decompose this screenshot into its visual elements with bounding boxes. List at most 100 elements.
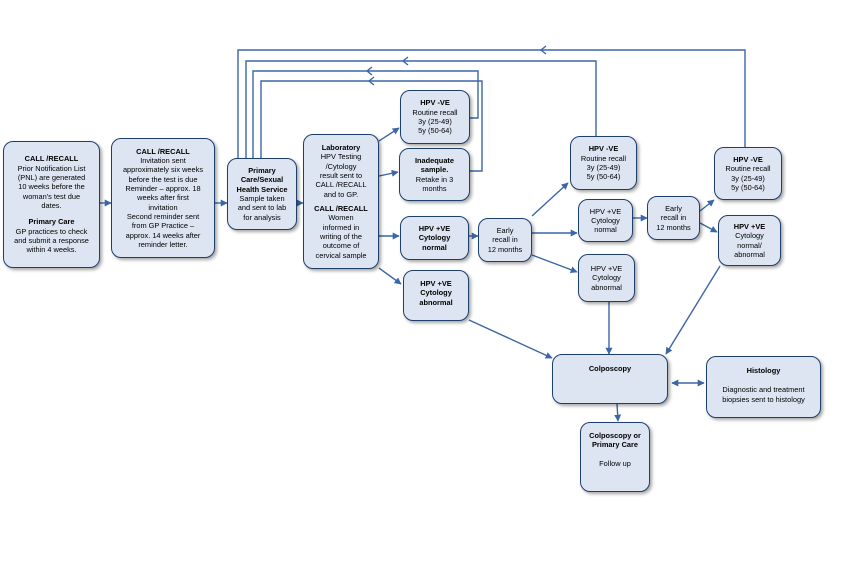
hpv-negative-line: 5y (50-64) (418, 126, 452, 136)
call-recall-invite-box: CALL /RECALL Invitation sent approximate… (111, 138, 215, 258)
arrow-early-recall-1-to-hpv-neg-2 (531, 182, 569, 217)
laboratory-line: result sent to (319, 171, 363, 181)
call-recall-invite-line: before the test is due (128, 174, 198, 184)
hpv-positive-box-3: HPV +VE Cytology normal/ abnormal (718, 215, 781, 266)
hpv-positive-line: Cytology (735, 231, 764, 241)
primary-care-line: within 4 weeks. (26, 245, 77, 255)
early-recall-box-2: Early recall in 12 months (647, 196, 700, 240)
hpv-positive-abnormal-line: Cytology (592, 273, 621, 283)
arrow-lab-to-hpv-neg-1 (378, 127, 400, 142)
hpv-positive-line: abnormal (734, 249, 765, 259)
hpv-positive-abnormal-title: Cytology (420, 288, 452, 298)
arrow-colposcopy-to-follow-up (614, 403, 622, 422)
call-recall-invite-line: Invitation sent (140, 156, 186, 166)
early-recall-line: recall in (660, 213, 687, 223)
laboratory-line: informed in (322, 222, 360, 232)
colposcopy-title: Colposcopy (588, 364, 632, 373)
inadequate-line: months (422, 183, 447, 193)
loop-inadequate-return (260, 80, 483, 172)
hpv-negative-line: 3y (25-49) (586, 163, 621, 172)
arrow-lab-to-inadequate (378, 169, 399, 177)
hpv-negative-line: Routine recall (725, 164, 771, 174)
early-recall-box-1: Early recall in 12 months (478, 218, 532, 262)
arrow-hpv-pos-3-to-colposcopy (665, 265, 721, 355)
colposcopy-or-primary-care-box: Colposcopy or Primary Care Follow up (580, 422, 650, 492)
primary-care-title: Health Service (236, 184, 288, 194)
early-recall-line: recall in (492, 235, 518, 245)
early-recall-line: Early (496, 226, 514, 235)
hpv-positive-abnormal-title: HPV +VE (420, 279, 452, 288)
follow-up-title: Colposcopy or (589, 431, 641, 440)
call-recall-invite-line: weeks after first (137, 193, 189, 203)
hpv-negative-line: 5y (50-64) (731, 182, 765, 192)
inadequate-title: Inadequate (414, 155, 454, 165)
call-recall-pnl-box: CALL /RECALL Prior Notification List (PN… (3, 141, 100, 268)
call-recall-invite-line: invitation (148, 202, 178, 212)
call-recall-pnl-line: woman's test due (22, 191, 81, 201)
primary-care-line: Sample taken (239, 194, 285, 203)
hpv-negative-line: 3y (25-49) (418, 117, 452, 126)
hpv-positive-normal-box-2: HPV +VE Cytology normal (578, 199, 633, 242)
hpv-positive-normal-box-1: HPV +VE Cytology normal (400, 216, 469, 260)
early-recall-line: 12 months (656, 222, 691, 232)
laboratory-line: Women (328, 213, 354, 223)
histology-box: Histology Diagnostic and treatment biops… (706, 356, 821, 418)
hpv-negative-title: HPV -VE (420, 98, 450, 108)
call-recall-invite-title: CALL /RECALL (136, 146, 190, 156)
arrow-abnormal-1-to-colposcopy (468, 319, 553, 359)
early-recall-line: Early (665, 204, 682, 213)
laboratory-line: outcome of (322, 241, 360, 251)
hpv-negative-box-1: HPV -VE Routine recall 3y (25-49) 5y (50… (400, 90, 470, 144)
laboratory-line: CALL /RECALL (315, 180, 367, 190)
hpv-negative-line: 3y (25-49) (731, 173, 765, 183)
loop-hpv-neg-2-return (245, 60, 597, 158)
laboratory-title: Laboratory (321, 143, 361, 153)
call-recall-pnl-line: dates. (41, 201, 62, 210)
call-recall-pnl-line: 10 weeks before the (18, 182, 85, 192)
call-recall-invite-line: reminder letter. (138, 239, 188, 249)
call-recall-pnl-line: Prior Notification List (17, 163, 86, 173)
hpv-negative-title: HPV -VE (588, 144, 619, 154)
call-recall-invite-line: from GP Practice – (131, 221, 195, 231)
hpv-positive-normal-title: Cytology (418, 233, 451, 243)
call-recall-invite-line: approximately six weeks (122, 165, 204, 175)
primary-care-line: GP practices to check (15, 226, 88, 236)
hpv-negative-title: HPV -VE (733, 154, 763, 164)
hpv-negative-line: 5y (50-64) (586, 172, 621, 182)
primary-care-title: Care/Sexual (240, 175, 284, 185)
laboratory-line: /Cytology (325, 161, 357, 171)
call-recall-invite-line: approx. 14 weeks after (125, 230, 201, 240)
histology-line: Diagnostic and treatment (722, 385, 805, 395)
hpv-negative-line: Routine recall (580, 153, 627, 163)
chevron-left-3 (365, 66, 373, 76)
hpv-positive-title: HPV +VE (733, 221, 766, 231)
hpv-positive-abnormal-line: HPV +VE (590, 264, 623, 273)
chevron-left-1 (539, 45, 547, 55)
loop-hpv-neg-3-return (237, 49, 746, 158)
arrow-early-recall-2-to-hpv-pos-3 (699, 222, 718, 233)
hpv-positive-line: normal/ (737, 240, 762, 250)
laboratory-line: and to GP. (323, 189, 359, 199)
laboratory-line: cervical sample (315, 250, 367, 260)
hpv-positive-abnormal-box-2: HPV +VE Cytology abnormal (578, 254, 635, 302)
hpv-positive-normal-line: Cytology (591, 215, 620, 225)
chevron-left-4 (367, 76, 375, 86)
call-recall-invite-line: Second reminder sent (126, 211, 200, 221)
arrow-early-recall-2-to-hpv-neg-3 (699, 199, 715, 212)
primary-care-line: and submit a response (14, 235, 89, 245)
follow-up-title: Primary Care (591, 440, 638, 450)
hpv-positive-normal-title: normal (422, 242, 447, 252)
histology-line: biopsies sent to histology (722, 394, 805, 404)
laboratory-line: writing of the (320, 231, 362, 241)
laboratory-subtitle: CALL /RECALL (314, 204, 368, 213)
hpv-positive-normal-title: HPV +VE (418, 224, 451, 233)
colposcopy-box: Colposcopy (552, 354, 668, 404)
primary-care-sexual-health-box: Primary Care/Sexual Health Service Sampl… (227, 158, 297, 230)
hpv-positive-abnormal-line: abnormal (591, 282, 622, 292)
hpv-positive-abnormal-title: abnormal (419, 297, 453, 307)
hpv-negative-box-2: HPV -VE Routine recall 3y (25-49) 5y (50… (570, 136, 637, 190)
call-recall-pnl-line: (PNL) are generated (17, 173, 86, 183)
hpv-negative-line: Routine recall (412, 107, 458, 117)
